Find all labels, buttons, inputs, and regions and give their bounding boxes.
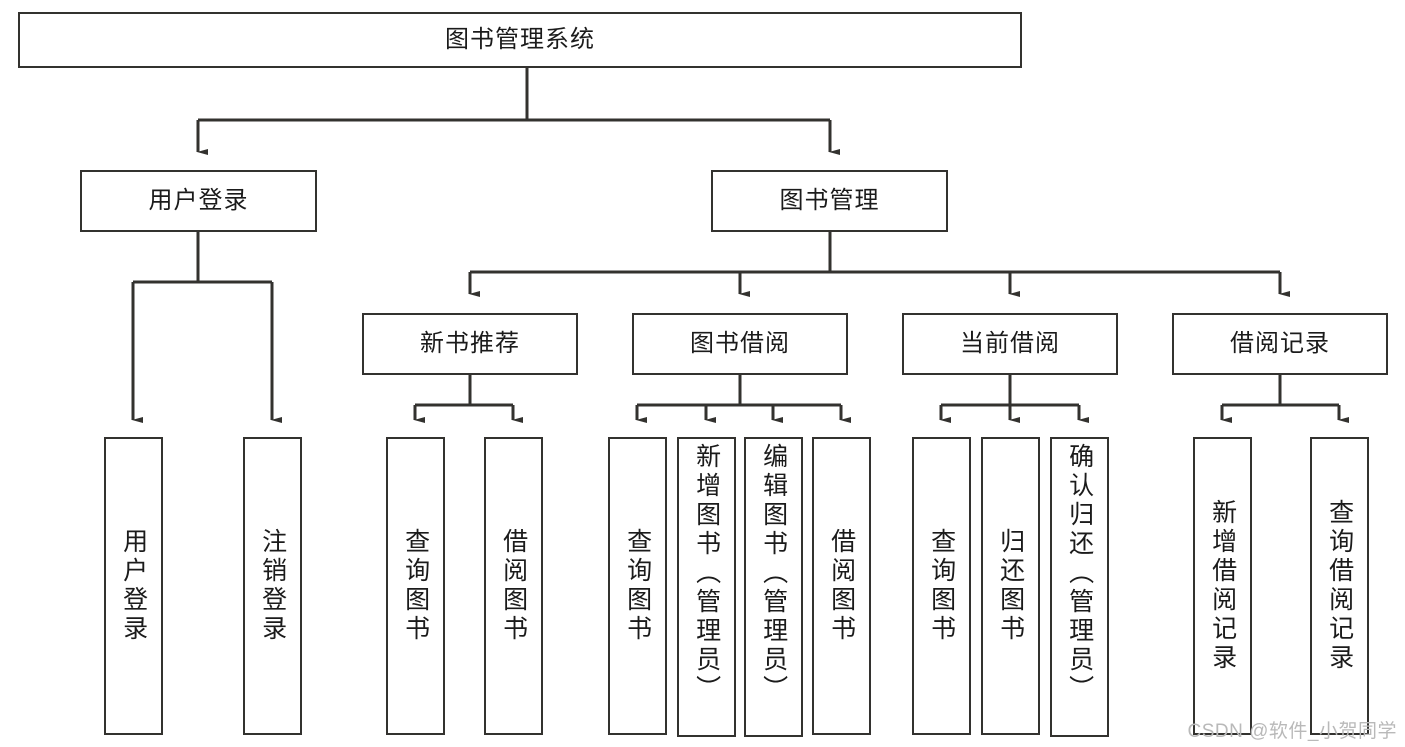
node-borrow-record-label: 借阅记录 xyxy=(1230,330,1330,358)
node-book-borrow[interactable]: 图书借阅 xyxy=(632,313,848,375)
leaf-recommend-borrow-book[interactable]: 借阅图书 xyxy=(484,437,543,735)
leaf-borrow-edit-book-admin[interactable]: 编辑图书（管理员） xyxy=(744,437,803,737)
leaf-label: 查询图书 xyxy=(623,528,652,644)
leaf-borrow-borrow-book[interactable]: 借阅图书 xyxy=(812,437,871,735)
node-root[interactable]: 图书管理系统 xyxy=(18,12,1022,68)
leaf-label: 确认归还（管理员） xyxy=(1065,443,1094,704)
node-current-borrow-label: 当前借阅 xyxy=(960,330,1060,358)
leaf-label: 查询借阅记录 xyxy=(1325,499,1354,673)
leaf-label: 查询图书 xyxy=(927,528,956,644)
leaf-borrow-add-book-admin[interactable]: 新增图书（管理员） xyxy=(677,437,736,737)
leaf-label: 编辑图书（管理员） xyxy=(759,443,788,704)
leaf-label: 用户登录 xyxy=(119,528,148,644)
node-user-login-label: 用户登录 xyxy=(148,187,249,215)
node-book-borrow-label: 图书借阅 xyxy=(690,330,790,358)
leaf-label: 新增图书（管理员） xyxy=(692,443,721,704)
leaf-user-login-logout[interactable]: 注销登录 xyxy=(243,437,302,735)
leaf-label: 借阅图书 xyxy=(499,528,528,644)
leaf-record-query-record[interactable]: 查询借阅记录 xyxy=(1310,437,1369,735)
leaf-borrow-query-book[interactable]: 查询图书 xyxy=(608,437,667,735)
leaf-label: 注销登录 xyxy=(258,528,287,644)
leaf-label: 借阅图书 xyxy=(827,528,856,644)
node-book-management-label: 图书管理 xyxy=(779,187,880,215)
leaf-label: 查询图书 xyxy=(401,528,430,644)
node-book-management[interactable]: 图书管理 xyxy=(711,170,948,232)
leaf-current-return-book[interactable]: 归还图书 xyxy=(981,437,1040,735)
leaf-record-add-record[interactable]: 新增借阅记录 xyxy=(1193,437,1252,735)
node-borrow-record[interactable]: 借阅记录 xyxy=(1172,313,1388,375)
leaf-label: 新增借阅记录 xyxy=(1208,499,1237,673)
node-new-book-recommend[interactable]: 新书推荐 xyxy=(362,313,578,375)
leaf-recommend-query-book[interactable]: 查询图书 xyxy=(386,437,445,735)
watermark: CSDN @软件_小贺同学 xyxy=(1187,721,1397,742)
leaf-label: 归还图书 xyxy=(996,528,1025,644)
leaf-user-login-login[interactable]: 用户登录 xyxy=(104,437,163,735)
node-current-borrow[interactable]: 当前借阅 xyxy=(902,313,1118,375)
node-new-book-recommend-label: 新书推荐 xyxy=(420,330,520,358)
leaf-current-query-book[interactable]: 查询图书 xyxy=(912,437,971,735)
node-root-label: 图书管理系统 xyxy=(445,26,595,54)
leaf-current-confirm-return-admin[interactable]: 确认归还（管理员） xyxy=(1050,437,1109,737)
node-user-login[interactable]: 用户登录 xyxy=(80,170,317,232)
